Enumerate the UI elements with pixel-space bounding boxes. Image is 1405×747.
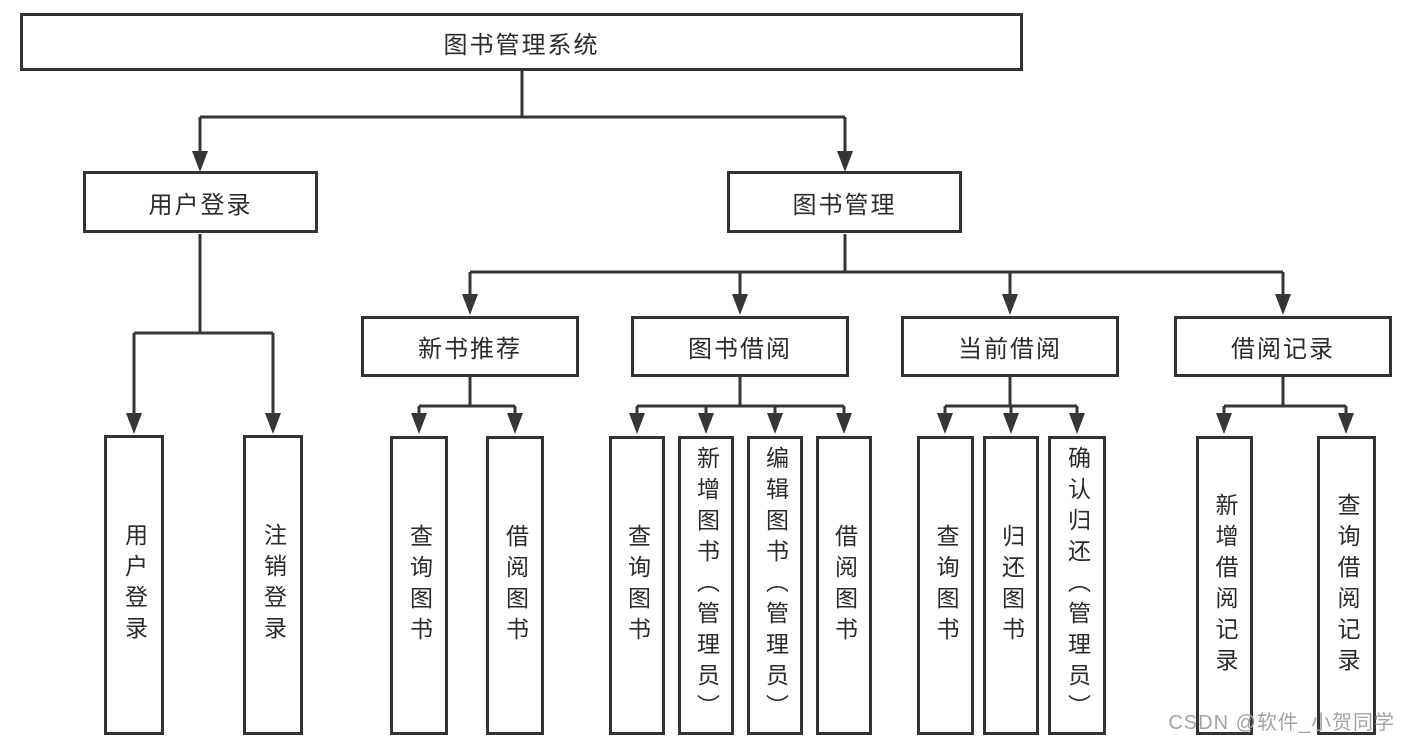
- leaf-recommend-borrow-books-label: 借阅图书: [502, 523, 529, 648]
- node-borrowing-records-label: 借阅记录: [1231, 336, 1335, 363]
- leaf-borrowing-edit-books-admin: 编辑图书（管理员）: [747, 436, 803, 735]
- node-library-system: 图书管理系统: [20, 13, 1023, 71]
- node-new-book-recommend-label: 新书推荐: [418, 336, 522, 363]
- node-library-system-label: 图书管理系统: [443, 31, 600, 59]
- leaf-borrowing-borrow-books-label: 借阅图书: [831, 523, 858, 648]
- leaf-records-query-record-label: 查询借阅记录: [1334, 492, 1360, 679]
- leaf-recommend-query-books-label: 查询图书: [406, 523, 433, 648]
- node-user-login: 用户登录: [83, 171, 318, 233]
- connector-borrowing-records-children: [1216, 377, 1354, 434]
- node-book-management: 图书管理: [727, 171, 962, 233]
- leaf-user-login: 用户登录: [104, 435, 164, 735]
- leaf-records-add-record-label: 新增借阅记录: [1212, 492, 1238, 679]
- leaf-current-query-books: 查询图书: [917, 436, 974, 735]
- leaf-recommend-borrow-books: 借阅图书: [486, 436, 544, 735]
- leaf-borrowing-add-books-admin-label: 新增图书（管理员）: [693, 446, 720, 725]
- leaf-logout-label: 注销登录: [260, 523, 287, 647]
- leaf-borrowing-borrow-books: 借阅图书: [816, 436, 872, 735]
- node-book-borrowing-label: 图书借阅: [688, 336, 792, 363]
- leaf-current-return-books-label: 归还图书: [998, 523, 1025, 648]
- leaf-current-confirm-return-admin-label: 确认归还（管理员）: [1064, 446, 1091, 725]
- leaf-current-return-books: 归还图书: [983, 436, 1039, 735]
- connector-user-login-children: [126, 234, 281, 434]
- leaf-current-confirm-return-admin: 确认归还（管理员）: [1048, 436, 1106, 735]
- node-book-borrowing: 图书借阅: [631, 316, 849, 377]
- node-book-management-label: 图书管理: [792, 191, 897, 219]
- connector-root-children: [192, 71, 853, 172]
- connector-new-book-recommend-children: [411, 377, 523, 434]
- leaf-records-query-record: 查询借阅记录: [1317, 436, 1376, 735]
- connector-book-borrowing-children: [629, 377, 852, 434]
- node-user-login-label: 用户登录: [148, 191, 253, 219]
- node-borrowing-records: 借阅记录: [1174, 316, 1392, 377]
- leaf-logout: 注销登录: [243, 435, 303, 735]
- connector-book-mgmt-children: [462, 234, 1291, 315]
- node-current-borrowing-label: 当前借阅: [958, 336, 1062, 363]
- leaf-borrowing-add-books-admin: 新增图书（管理员）: [678, 436, 734, 735]
- leaf-recommend-query-books: 查询图书: [390, 436, 448, 735]
- leaf-user-login-label: 用户登录: [121, 523, 148, 647]
- leaf-borrowing-edit-books-admin-label: 编辑图书（管理员）: [762, 446, 789, 725]
- node-current-borrowing: 当前借阅: [901, 316, 1119, 377]
- leaf-records-add-record: 新增借阅记录: [1196, 436, 1253, 735]
- connector-current-borrowing-children: [937, 377, 1085, 434]
- node-new-book-recommend: 新书推荐: [361, 316, 579, 377]
- leaf-borrowing-query-books: 查询图书: [609, 436, 665, 735]
- leaf-borrowing-query-books-label: 查询图书: [624, 523, 651, 648]
- leaf-current-query-books-label: 查询图书: [933, 523, 959, 648]
